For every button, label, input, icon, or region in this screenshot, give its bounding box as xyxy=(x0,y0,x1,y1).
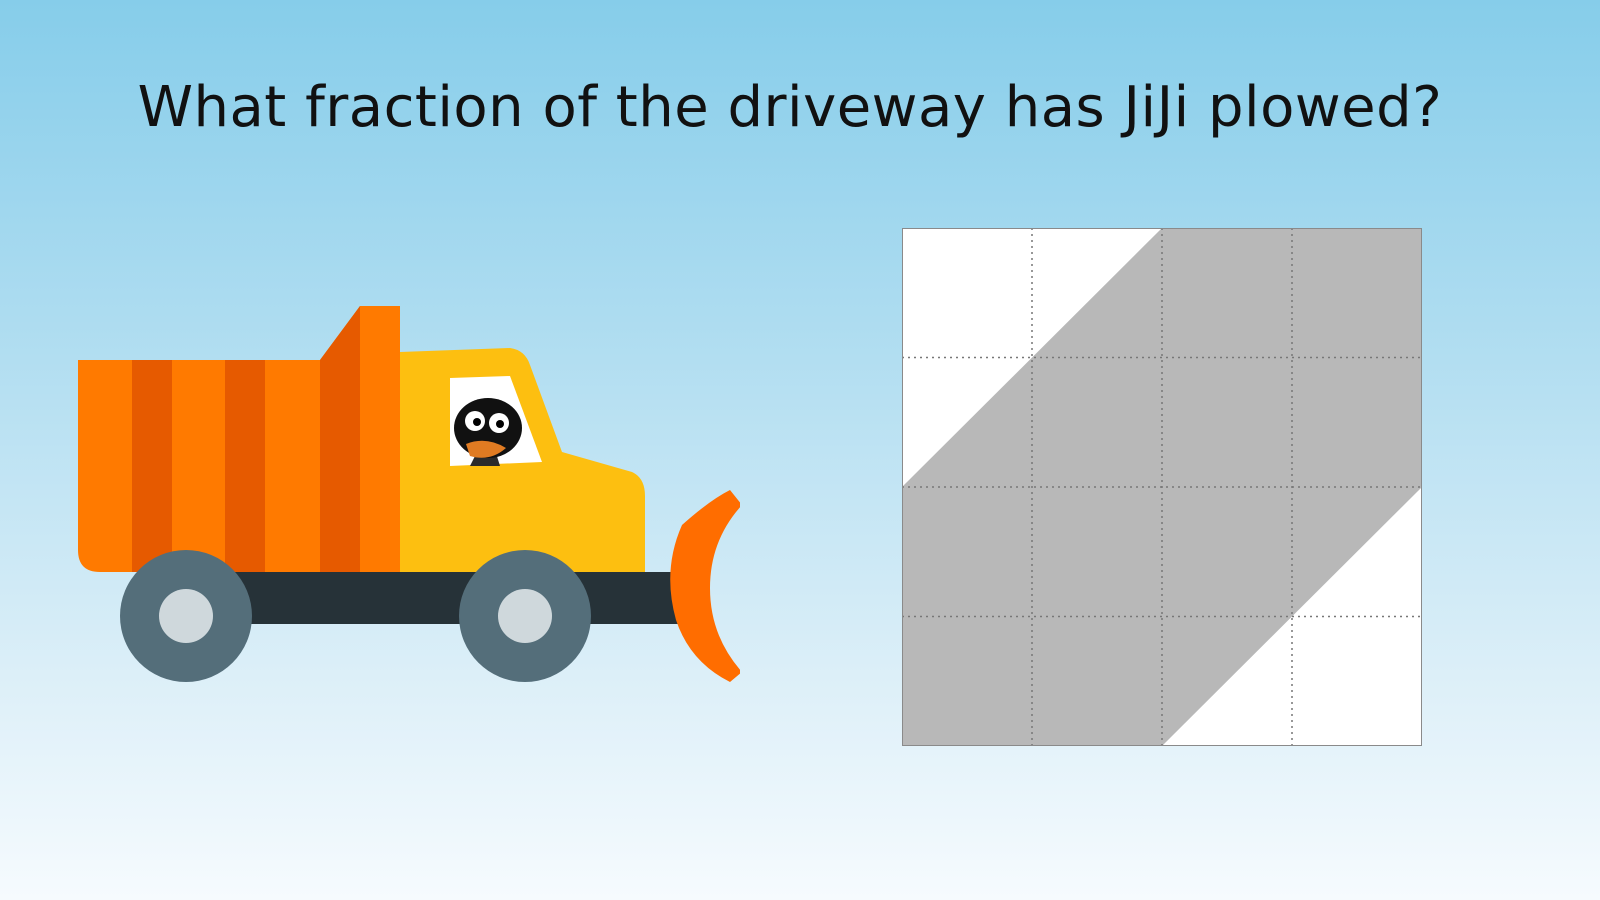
front-wheel xyxy=(459,550,591,682)
driveway-border xyxy=(902,228,1422,746)
question-title: What fraction of the driveway has JiJi p… xyxy=(137,75,1443,140)
chassis xyxy=(220,572,680,624)
dump-bed xyxy=(78,306,400,572)
snowplow-truck xyxy=(78,306,740,682)
plow-blade xyxy=(670,490,740,682)
cab xyxy=(400,348,645,576)
rear-wheel xyxy=(120,550,252,682)
grid-lines xyxy=(902,228,1422,746)
penguin-icon xyxy=(454,398,522,466)
driveway-grid xyxy=(902,228,1422,746)
